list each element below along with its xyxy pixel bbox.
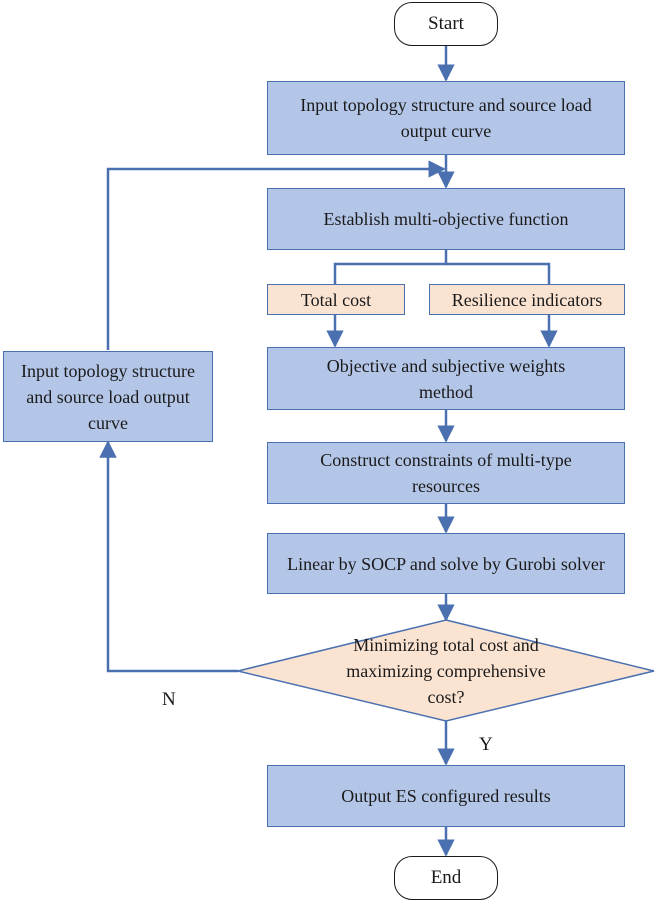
linear-solve-box: Linear by SOCP and solve by Gurobi solve… [267,533,625,594]
output-results-label: Output ES configured results [341,786,551,806]
no-branch-label: N [162,689,176,710]
decision-label: Minimizing total cost and maximizing com… [346,635,546,707]
weights-method-box: Objective and subjective weights method [267,347,625,410]
establish-objective-box: Establish multi-objective function [267,188,625,250]
connector-establish-split [333,250,448,284]
construct-constraints-box: Construct constraints of multi-type reso… [267,442,625,504]
decision-diamond [237,619,655,722]
output-results-box: Output ES configured results [267,765,625,827]
total-cost-box: Total cost [267,284,405,315]
resilience-indicators-label: Resilience indicators [451,289,603,310]
construct-constraints-label: Construct constraints of multi-type reso… [320,450,572,496]
resilience-indicators-box: Resilience indicators [429,284,625,315]
yes-branch-label: Y [479,734,493,755]
arrow-feedback-to-establish [106,160,446,350]
feedback-input-box: Input topology structure and source load… [3,351,213,442]
start-label: Start [428,13,464,34]
input-topology-label: Input topology structure and source load… [300,95,592,141]
establish-objective-label: Establish multi-objective function [323,209,569,229]
start-terminal: Start [394,2,498,46]
connector-establish-split-right [446,262,551,284]
feedback-input-label: Input topology structure and source load… [21,360,195,433]
input-topology-box: Input topology structure and source load… [267,81,625,155]
weights-method-label: Objective and subjective weights method [326,355,566,402]
linear-solve-label: Linear by SOCP and solve by Gurobi solve… [287,553,605,574]
end-terminal: End [394,856,498,900]
arrow-decision-no-to-feedback [99,440,238,673]
end-label: End [430,867,462,888]
total-cost-label: Total cost [300,289,372,310]
